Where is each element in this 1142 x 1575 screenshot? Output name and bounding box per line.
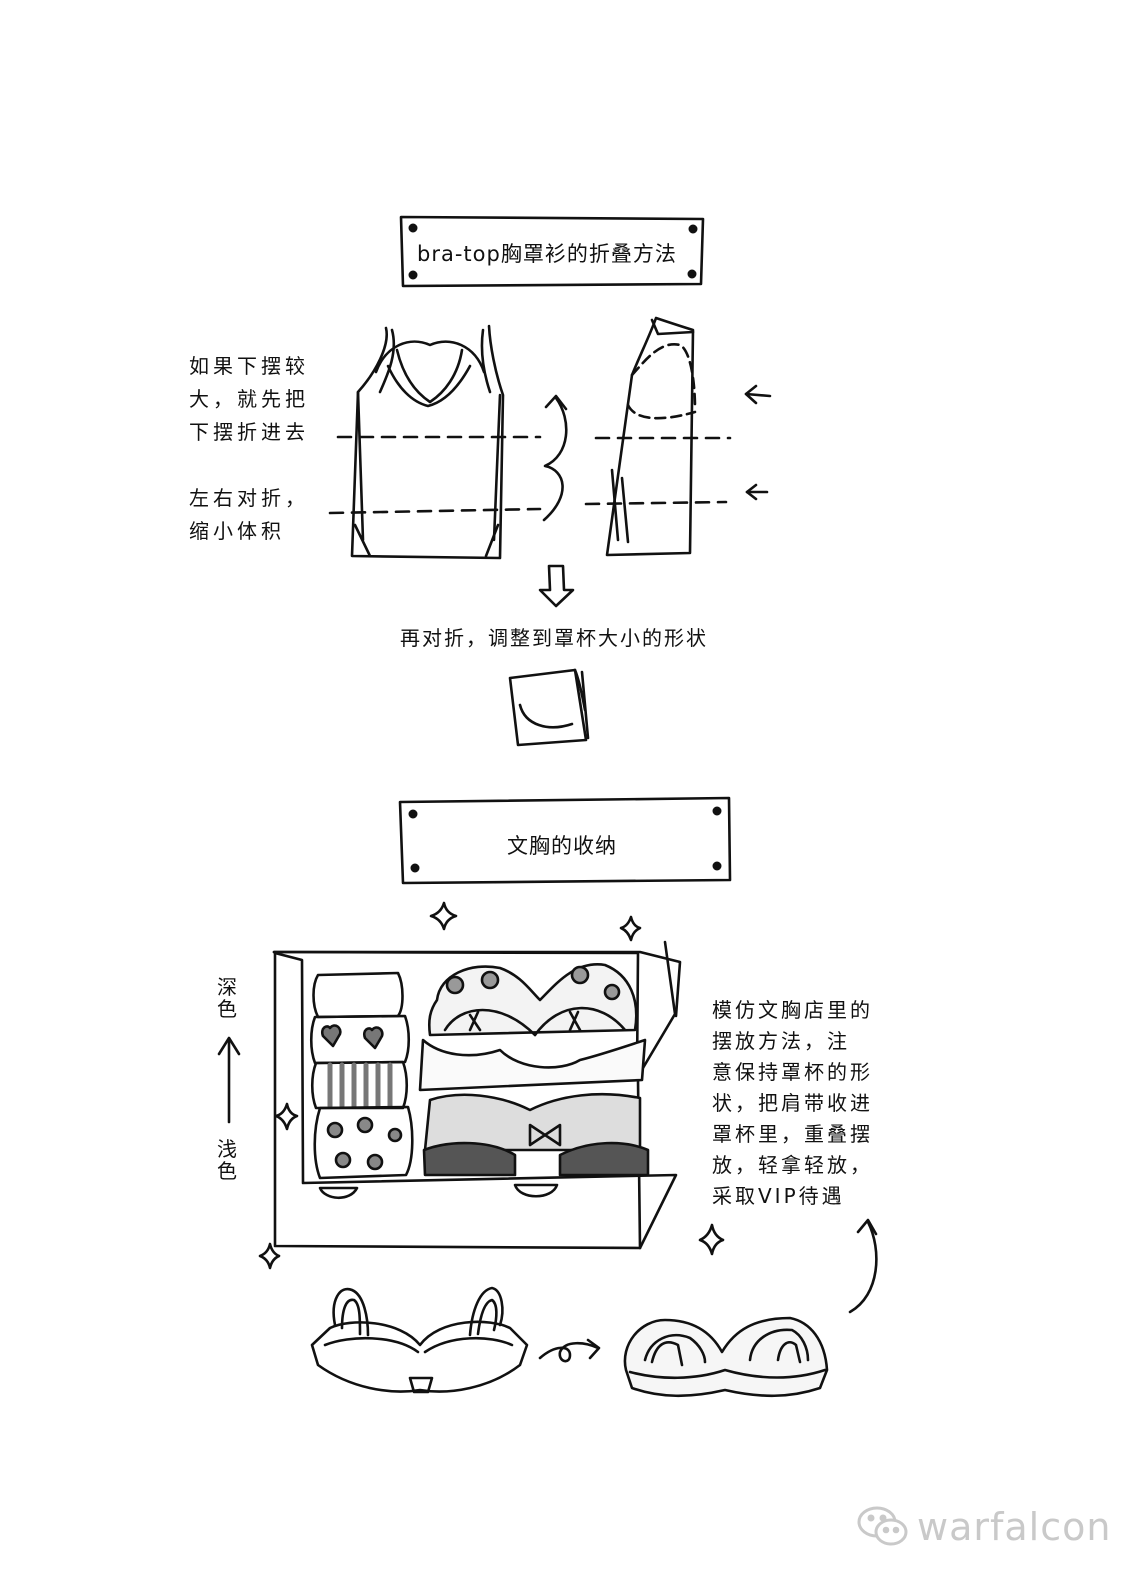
note-storage: 模仿文胸店里的 摆放方法，注 意保持罩杯的形 状，把肩带收进 罩杯里，重叠摆 放… [712,995,873,1212]
down-arrow [538,564,575,608]
title-plate-2 [398,796,732,885]
note-line: 摆放方法，注 [712,1029,850,1053]
note-line: 如果下摆较 [189,354,309,378]
section1-title: bra-top胸罩衫的折叠方法 [417,242,677,266]
note-line: 大，就先把 [189,387,309,411]
watermark: warfalcon [855,1497,1111,1557]
note-line: 放，轻拿轻放， [712,1153,873,1177]
title-plate-1 [399,215,705,288]
folded-square-drawing [508,668,590,747]
fold-line-lower-left [328,507,542,515]
curl-arrow-right [538,1338,601,1363]
note-fold-sides: 左右对折， 缩小体积 [189,482,309,548]
section2-title: 文胸的收纳 [507,834,617,858]
note-line: 意保持罩杯的形 [712,1060,873,1084]
fold-line-lower-right [584,500,728,506]
label-light-color: 浅色 [217,1137,237,1183]
note-line: 罩杯里，重叠摆 [712,1122,873,1146]
bra-open-drawing [310,1286,529,1394]
wechat-icon [857,1506,908,1546]
sparkles [258,901,725,1270]
camisole-front-drawing [350,324,505,560]
note-line: 采取VIP待遇 [712,1184,845,1208]
note-fold-hem: 如果下摆较 大，就先把 下摆折进去 [189,350,309,449]
drawer-drawing [272,940,682,1250]
curve-arrow-up [848,1218,878,1314]
watermark-text: warfalcon [917,1505,1112,1549]
caption-refold: 再对折，调整到罩杯大小的形状 [400,626,708,650]
note-line: 模仿文胸店里的 [712,998,873,1022]
note-line: 下摆折进去 [189,420,309,444]
bra-folded-drawing [623,1316,829,1398]
label-dark-color: 深色 [217,975,237,1021]
note-line: 状，把肩带收进 [712,1091,873,1115]
camisole-folded-drawing [605,316,697,557]
note-line: 缩小体积 [189,519,285,543]
stacked-bras-drawing [418,963,650,1177]
arrow-left-lower [745,483,769,501]
fold-curl-arrow [542,394,568,522]
arrow-left-upper [744,384,772,405]
note-line: 左右对折， [189,486,309,510]
shade-arrow [217,1036,241,1124]
folded-garments-stack [309,971,414,1180]
